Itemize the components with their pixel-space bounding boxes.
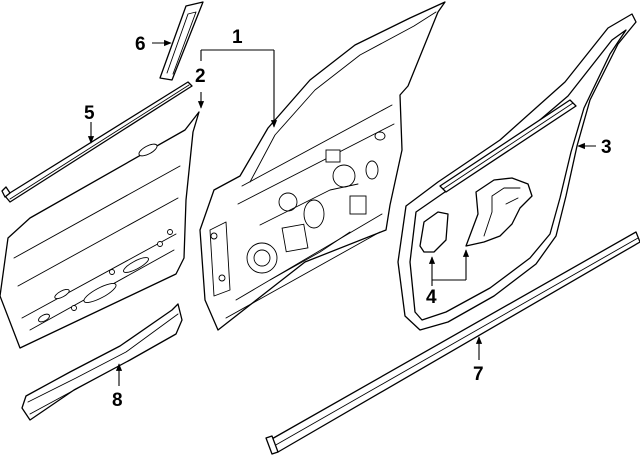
callout-4: 4 [426,287,437,308]
part-7-lower-molding[interactable] [265,231,640,455]
callout-6: 6 [135,34,146,55]
callout-8: 8 [112,390,123,411]
leader-lines [87,39,596,386]
part-6-applique[interactable] [159,1,204,81]
part-5-belt-weatherstrip[interactable] [1,81,193,203]
callout-3: 3 [601,137,612,158]
part-4-access-covers[interactable] [419,177,533,253]
callout-labels: 1 2 3 4 5 6 7 8 [84,27,612,411]
part-1-door-frame[interactable] [199,1,446,331]
part-3-door-seal[interactable] [397,13,637,331]
callout-2: 2 [195,66,206,87]
callout-7: 7 [473,364,484,385]
part-8-side-molding[interactable] [21,303,183,421]
callout-1: 1 [232,27,243,48]
part-2-outer-panel[interactable] [0,111,200,349]
callout-5: 5 [84,103,95,124]
